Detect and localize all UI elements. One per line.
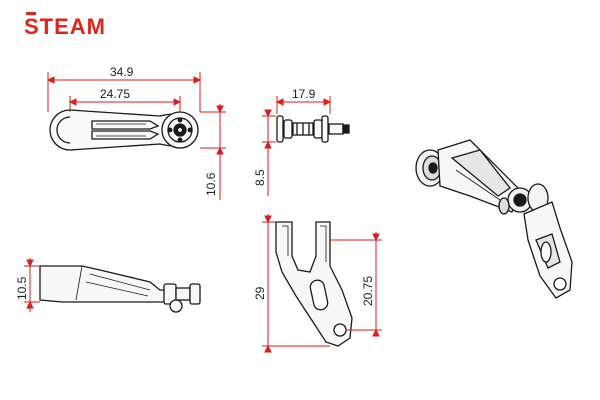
side-view-arm	[39, 265, 201, 313]
top-view-dimensions	[46, 72, 226, 200]
dim-bracket-inner: 20.75	[361, 276, 375, 306]
front-view-dimensions	[262, 96, 332, 196]
isometric-view	[415, 139, 573, 299]
brand-logo-text: STEAM	[24, 14, 106, 39]
bracket-dimensions	[262, 214, 382, 353]
side-view-dimensions	[24, 258, 40, 312]
brand-logo: STEAM	[24, 12, 106, 39]
dim-side-height: 10.5	[15, 276, 29, 300]
dim-top-height: 10.6	[204, 172, 218, 196]
top-view-arm	[49, 109, 199, 151]
dim-front-height: 8.5	[253, 169, 267, 186]
dim-top-overall: 34.9	[110, 65, 134, 79]
dim-bracket-total: 29	[253, 286, 267, 300]
dim-top-inner: 24.75	[100, 87, 130, 101]
bracket-view	[275, 221, 353, 347]
front-view-hub	[276, 115, 350, 143]
dim-front-width: 17.9	[292, 87, 316, 101]
